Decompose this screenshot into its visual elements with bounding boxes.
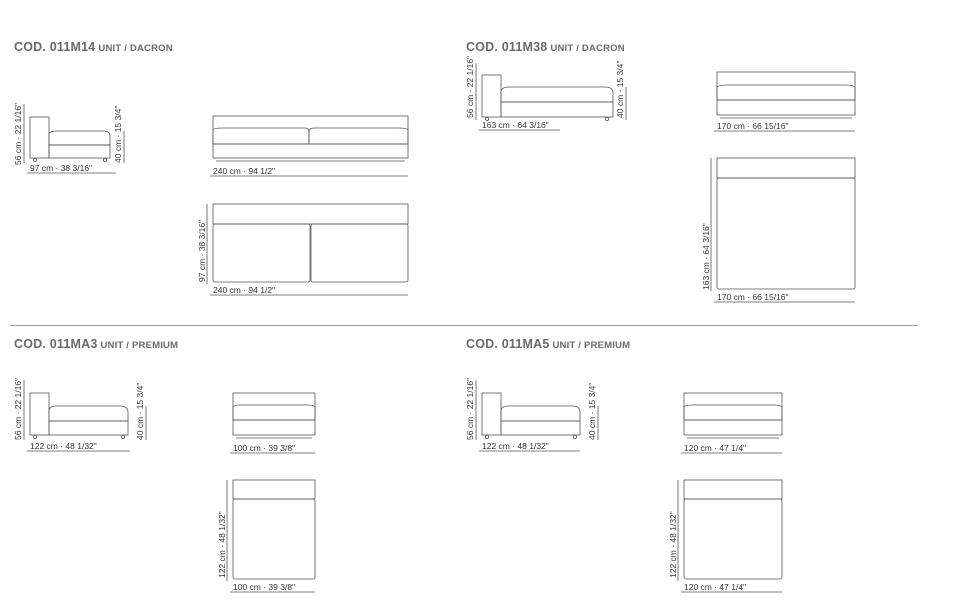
dimension-front-width: 100 cm · 39 3/8" (233, 443, 295, 453)
side-view-drawing-011ma5 (475, 380, 599, 452)
front-view-drawing-011m38 (714, 71, 856, 132)
dimension-front-width: 120 cm · 47 1/4" (684, 443, 746, 453)
dimension-top-width: 120 cm · 47 1/4" (684, 582, 746, 592)
front-view-drawing-011ma3 (230, 392, 316, 454)
dimension-side-height: 56 cm · 22 1/16" (13, 378, 23, 440)
dimension-depth: 97 cm · 38 3/16" (30, 163, 92, 173)
product-code: COD. 011MA5 (466, 337, 550, 351)
top-view-drawing-011m38 (710, 157, 856, 303)
dimension-seat-height: 40 cm · 15 3/4" (615, 61, 625, 118)
product-code: COD. 011M14 (14, 40, 96, 54)
dimension-side-height: 56 cm · 22 1/16" (13, 103, 23, 165)
top-view-drawing-011ma3 (226, 479, 316, 593)
dimension-side-height: 56 cm · 22 1/16" (465, 56, 475, 118)
dimension-top-width: 240 cm · 94 1/2" (213, 285, 275, 295)
dimension-seat-height: 40 cm · 15 3/4" (135, 383, 145, 440)
side-view-drawing-011ma3 (23, 380, 147, 452)
product-subtitle: UNIT / DACRON (98, 43, 173, 54)
product-code: COD. 011M38 (466, 40, 548, 54)
product-subtitle: UNIT / PREMIUM (552, 340, 631, 351)
front-view-drawing-011ma5 (681, 392, 783, 454)
dimension-top-depth: 122 cm · 48 1/32" (668, 511, 678, 578)
product-subtitle: UNIT / DACRON (550, 43, 625, 54)
dimension-top-width: 170 cm · 66 15/16" (717, 292, 789, 302)
side-view-drawing-011m38 (475, 63, 627, 131)
dimension-seat-height: 40 cm · 15 3/4" (113, 106, 123, 163)
dimension-top-depth: 122 cm · 48 1/32" (217, 511, 227, 578)
top-view-drawing-011m14 (206, 203, 409, 296)
dimension-seat-height: 40 cm · 15 3/4" (587, 383, 597, 440)
dimension-front-width: 170 cm · 66 15/16" (717, 121, 789, 131)
dimension-depth: 122 cm · 48 1/32" (30, 441, 97, 451)
dimension-depth: 122 cm · 48 1/32" (482, 441, 549, 451)
dimension-depth: 163 cm · 64 3/16" (482, 120, 549, 130)
top-view-drawing-011ma5 (677, 479, 783, 593)
dimension-top-depth: 97 cm · 38 3/16" (197, 220, 207, 282)
dimension-top-depth: 163 cm · 64 3/16" (701, 223, 711, 290)
section-divider (10, 325, 918, 326)
dimension-top-width: 100 cm · 39 3/8" (233, 582, 295, 592)
side-view-drawing-011m14 (23, 104, 125, 174)
dimension-front-width: 240 cm · 94 1/2" (213, 166, 275, 176)
front-view-drawing-011m14 (210, 115, 409, 177)
dimension-side-height: 56 cm · 22 1/16" (465, 378, 475, 440)
product-subtitle: UNIT / PREMIUM (100, 340, 179, 351)
product-code: COD. 011MA3 (14, 337, 98, 351)
